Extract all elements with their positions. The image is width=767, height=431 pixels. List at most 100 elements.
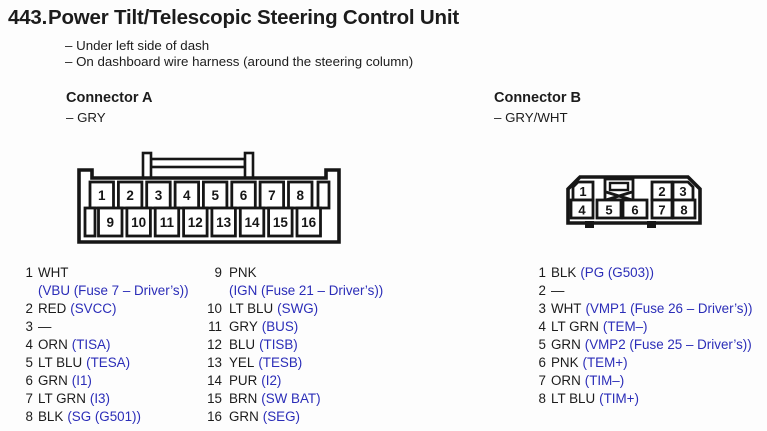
pin-cell-8 xyxy=(671,198,697,220)
key-tab-left xyxy=(585,221,594,228)
signal-name: (TESB) xyxy=(258,355,303,370)
signal-name: (SVCC) xyxy=(70,301,117,316)
pin-number: 8 xyxy=(25,409,33,424)
pin-number-label: 5 xyxy=(605,203,612,218)
wire-color: LT BLU xyxy=(38,355,83,370)
pin-line: 8 LT BLU(TIM+) xyxy=(533,390,752,408)
page-title: 443. Power Tilt/Telescopic Steering Cont… xyxy=(8,6,459,30)
pin-number: 7 xyxy=(25,391,33,406)
connector-a-lock-bar xyxy=(149,157,247,169)
pin-number: 5 xyxy=(25,355,33,370)
key-tab-right xyxy=(647,221,656,228)
signal-name: (BUS) xyxy=(261,319,299,334)
wire-color: LT BLU xyxy=(229,301,274,316)
note-line: – On dashboard wire harness (around the … xyxy=(65,54,414,69)
pin-number-label: 6 xyxy=(631,203,638,218)
signal-name: (TIM+) xyxy=(599,391,639,406)
pin-line: 2— xyxy=(533,282,752,300)
wire-color: GRY xyxy=(229,319,258,334)
pin-number-label: 8 xyxy=(296,188,304,203)
wire-color: GRN xyxy=(551,337,581,352)
wire-color: — xyxy=(38,319,52,334)
pin-cell-5 xyxy=(595,198,623,220)
pin-number: 13 xyxy=(207,355,222,370)
pin-number: 2 xyxy=(538,283,546,298)
pin-number: 9 xyxy=(214,265,222,280)
pin-cell-10 xyxy=(125,206,152,238)
pin-number: 14 xyxy=(207,373,222,388)
signal-name: (TIM–) xyxy=(584,373,625,388)
wire-color: RED xyxy=(38,301,67,316)
pin-number: 11 xyxy=(208,319,222,334)
wire-color: GRN xyxy=(229,409,259,424)
pin-row: 13 YEL(TESB) xyxy=(197,354,383,372)
key-slot-bottom-left xyxy=(83,206,97,238)
pin-number: 1 xyxy=(538,265,546,280)
pin-number: 4 xyxy=(538,319,546,334)
wire-color: LT BLU xyxy=(551,391,596,406)
signal-name: (I1) xyxy=(71,373,92,388)
wire-color: ORN xyxy=(551,373,581,388)
pin-number-label: 3 xyxy=(155,188,163,203)
pin-number-label: 4 xyxy=(183,188,191,203)
pin-number-label: 11 xyxy=(160,215,175,230)
connector-b-diagram: 1 2 3 4 5 6 7 8 xyxy=(566,175,702,228)
pin-number: 4 xyxy=(25,337,33,352)
signal-name: (SW BAT) xyxy=(261,391,321,406)
pin-number-label: 3 xyxy=(679,184,686,199)
wire-color: GRN xyxy=(38,373,68,388)
pin-cell-13 xyxy=(210,206,237,238)
connector-b-pin-numbers: 1 2 3 4 5 6 7 8 xyxy=(578,184,687,218)
wire-color: YEL xyxy=(229,355,255,370)
pin-cell-1 xyxy=(571,180,595,202)
wire-color: PUR xyxy=(229,373,258,388)
pin-row: 8 LT BLU(TIM+) xyxy=(533,390,752,408)
wire-color: PNK xyxy=(551,355,579,370)
pin-number-label: 16 xyxy=(301,215,317,230)
pin-number-label: 10 xyxy=(131,215,146,230)
pin-line: 13 YEL(TESB) xyxy=(197,354,383,372)
connector-b-header: Connector B – GRY/WHT xyxy=(494,90,714,125)
pin-number: 6 xyxy=(25,373,33,388)
pin-number-label: 8 xyxy=(680,203,687,218)
connector-a-diagram: 1 2 3 4 5 6 7 8 9 10 11 12 13 14 15 16 xyxy=(77,151,341,244)
pin-number: 8 xyxy=(538,391,546,406)
pin-number: 3 xyxy=(25,319,33,334)
connector-a-color-note: – GRY xyxy=(66,110,106,125)
pin-number-label: 2 xyxy=(658,184,665,199)
wire-color: — xyxy=(551,283,565,298)
signal-continuation: (IGN (Fuse 21 – Driver’s)) xyxy=(229,283,384,298)
pin-number-label: 7 xyxy=(268,188,276,203)
pin-cell-15 xyxy=(267,206,294,238)
wire-color: LT GRN xyxy=(38,391,86,406)
pin-number-label: 7 xyxy=(658,203,665,218)
pin-number: 3 xyxy=(538,301,546,316)
connector-b-color-note: – GRY/WHT xyxy=(494,110,568,125)
pin-number-label: 15 xyxy=(273,215,289,230)
connector-a-lock-post-right xyxy=(243,151,255,180)
key-slot-top-right xyxy=(316,180,331,210)
connector-b-name: Connector B xyxy=(494,90,581,106)
pin-line: 11 GRY(BUS) xyxy=(197,318,383,336)
connector-a-pin-numbers: 1 2 3 4 5 6 7 8 9 10 11 12 13 14 15 16 xyxy=(98,188,317,230)
signal-continuation: (VBU (Fuse 7 – Driver’s)) xyxy=(38,283,189,298)
connector-a-name: Connector A xyxy=(66,90,153,106)
